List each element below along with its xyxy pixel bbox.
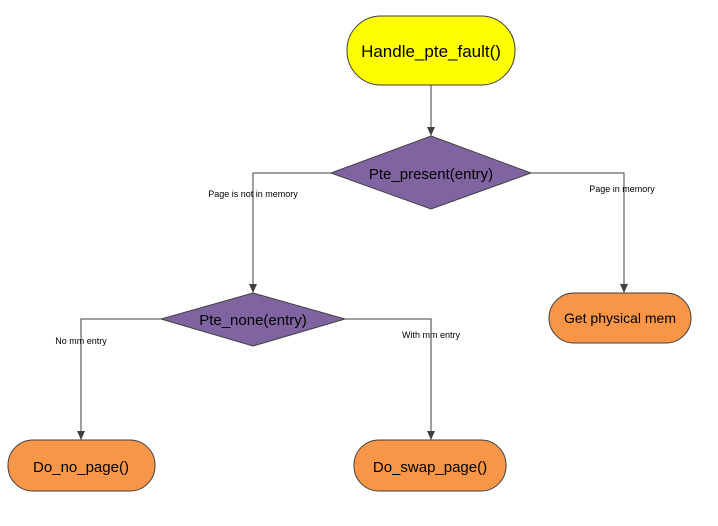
edge-label-in-memory: Page in memory	[589, 184, 655, 194]
decision-none-shape	[159, 292, 347, 347]
decision-present-label: Pte_present(entry)	[369, 166, 493, 183]
edge-label-not-in-memory: Page is not in memory	[208, 189, 298, 199]
edge-label-no-mm-entry: No mm entry	[55, 336, 107, 346]
do-no-page-label: Do_no_page()	[33, 459, 129, 476]
decision-none-label: Pte_none(entry)	[199, 312, 307, 329]
node-get-physical-mem: Get physical mem	[548, 292, 692, 344]
node-pte-none: Pte_none(entry)	[159, 292, 347, 347]
edge-none-to-no-page	[77, 318, 161, 440]
do-swap-page-label: Do_swap_page()	[373, 459, 487, 476]
connectors	[77, 85, 628, 440]
edge-none-to-swap-page	[345, 318, 435, 440]
do-no-page-shape	[7, 439, 156, 492]
start-terminator-shape	[346, 15, 516, 86]
start-label: Handle_pte_fault()	[361, 42, 501, 61]
node-do-no-page: Do_no_page()	[7, 439, 156, 492]
get-physical-shape	[548, 292, 692, 344]
node-do-swap-page: Do_swap_page()	[353, 439, 507, 492]
node-handle-pte-fault: Handle_pte_fault()	[346, 15, 516, 86]
decision-present-shape	[329, 135, 533, 210]
get-physical-label: Get physical mem	[564, 310, 676, 326]
node-pte-present: Pte_present(entry)	[329, 135, 533, 210]
edge-present-to-physical	[531, 172, 628, 293]
edge-label-with-mm-entry: With mm entry	[402, 330, 461, 340]
edge-present-to-none	[249, 172, 331, 293]
do-swap-page-shape	[353, 439, 507, 492]
